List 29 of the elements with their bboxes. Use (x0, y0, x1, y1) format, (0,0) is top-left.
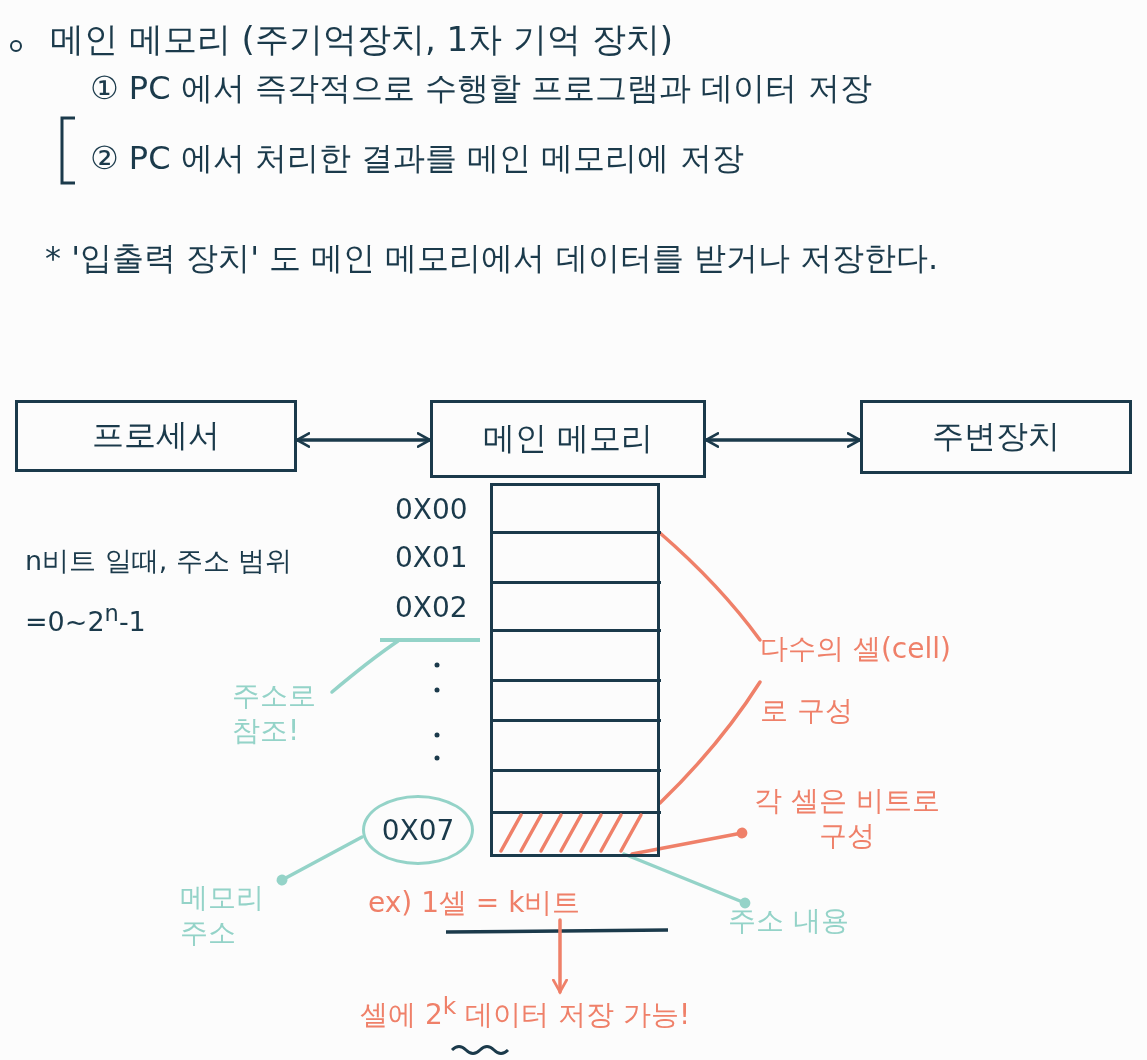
leader-line (622, 852, 751, 909)
leader-line (658, 531, 762, 642)
memory-column (490, 483, 660, 857)
address-label: 0X01 (395, 540, 469, 575)
double-headed-arrow (704, 432, 862, 448)
leader-line (658, 680, 762, 805)
annotation-text: 주소 내용 (728, 903, 878, 938)
title-text: 메인 메모리 (주기억장치, 1차 기억 장치) (50, 18, 674, 61)
leader-line (630, 827, 748, 856)
double-headed-arrow (295, 432, 432, 448)
example-text: ex) 1셀 = k비트 (368, 885, 688, 920)
leader-line (330, 639, 400, 694)
address-label: 0X02 (395, 590, 469, 625)
annotation-text: 다수의 셀(cell) 로 구성 (760, 618, 980, 742)
leader-line (276, 835, 364, 886)
address-ellipse: 0X07 (362, 795, 474, 865)
annotation-text: 주소로 참조! (232, 678, 332, 748)
result-text: 셀에 2$^{k}$ 데이터 저장 가능! (360, 992, 820, 1033)
address-label: 0X00 (395, 492, 469, 527)
annotation-text: 각 셀은 비트로 구성 (742, 783, 952, 853)
component-box: 프로세서 (15, 400, 297, 472)
formula-text: n비트 일때, 주소 범위=0~2$^{n}$-1 (25, 544, 294, 639)
component-box: 메인 메모리 (430, 400, 706, 478)
note-text: ① PC 에서 즉각적으로 수행할 프로그램과 데이터 저장 (90, 68, 873, 108)
note-text: * '입출력 장치' 도 메인 메모리에서 데이터를 받거나 저장한다. (45, 238, 940, 279)
annotation-text: 메모리 주소 (180, 880, 285, 950)
arrow (552, 918, 568, 994)
note-text: ② PC 에서 처리한 결과를 메인 메모리에 저장 (90, 138, 745, 178)
component-box: 주변장치 (860, 400, 1132, 474)
